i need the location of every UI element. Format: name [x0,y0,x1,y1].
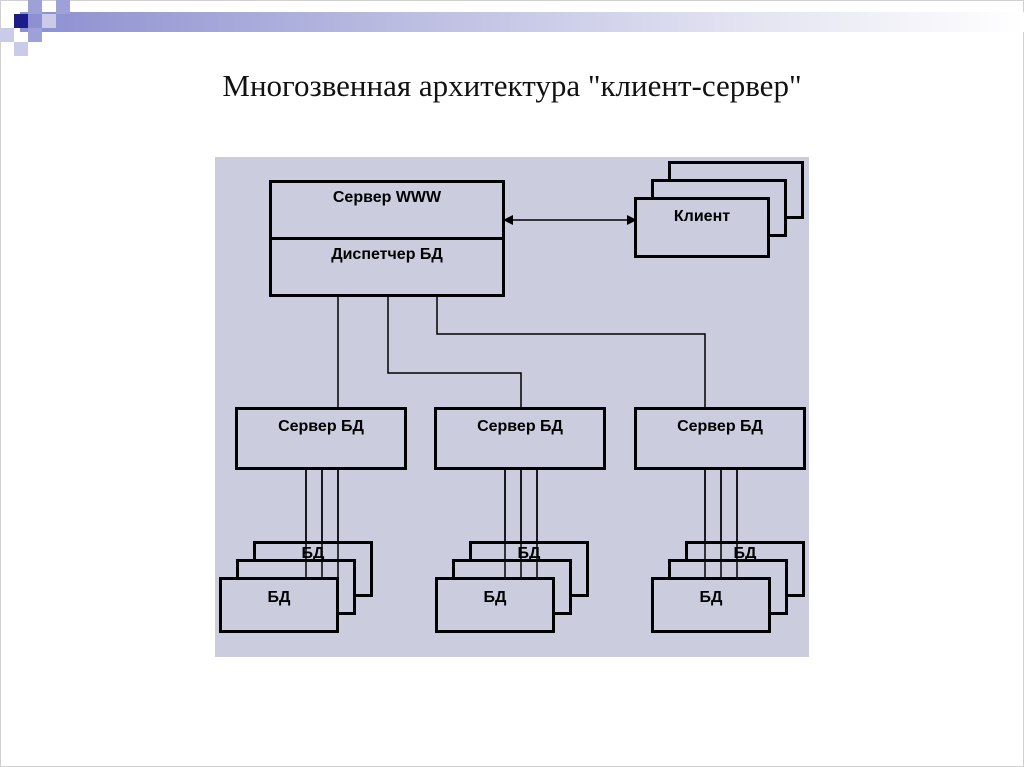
db-label: БД [733,545,757,562]
deco-square [14,14,28,28]
db-server-box: Сервер БД [634,407,806,470]
deco-square [42,14,56,28]
db-label: БД [517,545,541,562]
db-label: БД [301,545,325,562]
deco-square [0,28,14,42]
deco-square [28,0,42,14]
www-server-block: Сервер WWW Диспетчер БД [269,180,505,297]
db-server-label: Сервер БД [677,418,763,435]
db-server-label: Сервер БД [278,418,364,435]
client-box: Клиент [634,197,770,258]
architecture-diagram: Сервер WWW Диспетчер БД Клиент Сервер БД… [215,157,809,657]
db-server-label: Сервер БД [477,418,563,435]
db-label: БД [483,589,507,606]
db-box: БД [651,577,771,633]
db-label: БД [699,589,723,606]
connector-line [436,297,706,409]
header-gradient-bar [20,12,1024,32]
db-box: БД [435,577,555,633]
db-dispatcher-label: Диспетчер БД [331,246,443,263]
db-box: БД [219,577,339,633]
deco-square [56,0,70,14]
arrowhead-right-icon [627,215,637,225]
arrowhead-left-icon [503,215,513,225]
client-label: Клиент [673,208,731,225]
db-server-box: Сервер БД [434,407,606,470]
deco-square [28,28,42,42]
db-label: БД [267,589,291,606]
db-server-box: Сервер БД [235,407,407,470]
connector-line [387,297,522,409]
deco-square [14,42,28,56]
db-link-lines [305,469,738,579]
www-server-label: Сервер WWW [272,183,502,240]
slide-title: Многозвенная архитектура "клиент-сервер" [222,68,802,103]
